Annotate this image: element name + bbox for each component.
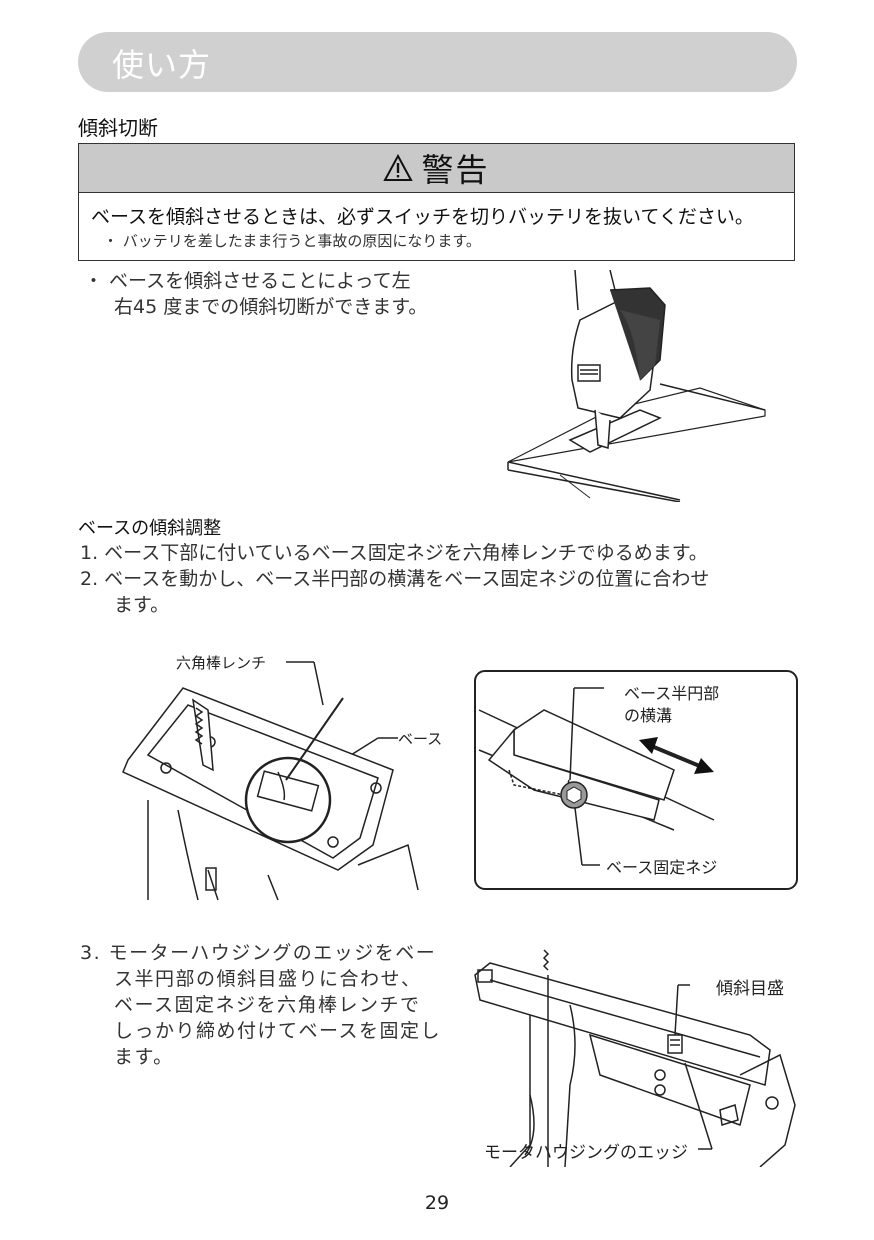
warning-heading: 警告 — [421, 151, 490, 189]
hex-wrench-label: 六角棒レンチ — [176, 654, 267, 672]
jigsaw-bevel-illustration — [507, 270, 766, 502]
chapter-header: 使い方 — [78, 32, 797, 92]
step-3-line4: しっかり締め付けてベースを固定し — [114, 1020, 442, 1042]
step-2-line2: ます。 — [114, 594, 170, 616]
warning-main-text: ベースを傾斜させるときは、必ずスイッチを切りバッテリを抜いてください。 — [91, 206, 754, 228]
section-title-bevel-cut: 傾斜切断 — [78, 116, 158, 140]
double-arrow-icon — [639, 737, 714, 774]
bevel-scale-illustration — [474, 949, 796, 1167]
base-hex-wrench-illustration — [122, 661, 419, 901]
step-1: 1. ベース下部に付いているベース固定ネジを六角棒レンチでゆるめます。 — [80, 542, 708, 564]
scale-label: 傾斜目盛 — [716, 979, 784, 999]
base-label: ベース — [398, 730, 443, 748]
groove-label-line1: ベース半円部 — [624, 684, 720, 703]
step-3-line5: ます。 — [114, 1046, 174, 1068]
bevel-bullet-line2: 右45 度までの傾斜切断ができます。 — [114, 296, 428, 318]
screw-label: ベース固定ネジ — [606, 858, 718, 877]
bevel-bullet-line1: ・ ベースを傾斜させることによって左 — [84, 270, 411, 292]
step-2-line1: 2. ベースを動かし、ベース半円部の横溝をベース固定ネジの位置に合わせ — [80, 568, 710, 590]
step-3-line1: 3. モーターハウジングのエッジをベー — [80, 942, 437, 964]
chapter-title: 使い方 — [112, 46, 212, 84]
warning-sub-text: ・ バッテリを差したまま行うと事故の原因になります。 — [103, 232, 481, 250]
warning-header: 警告 — [79, 144, 794, 193]
step-3-line3: ベース固定ネジを六角棒レンチで — [114, 994, 421, 1016]
groove-label-line2: の横溝 — [624, 706, 673, 725]
groove-screw-detail-illustration — [474, 670, 798, 890]
warning-triangle-icon — [383, 154, 414, 181]
warning-box: 警告 ベースを傾斜させるときは、必ずスイッチを切りバッテリを抜いてください。 ・… — [78, 143, 795, 261]
page-number: 29 — [424, 1192, 450, 1214]
section-title-bevel-adjust: ベースの傾斜調整 — [78, 518, 222, 539]
motor-housing-edge-label: モータハウジングのエッジ — [484, 1143, 688, 1163]
step-3-line2: ス半円部の傾斜目盛りに合わせ、 — [114, 968, 422, 990]
